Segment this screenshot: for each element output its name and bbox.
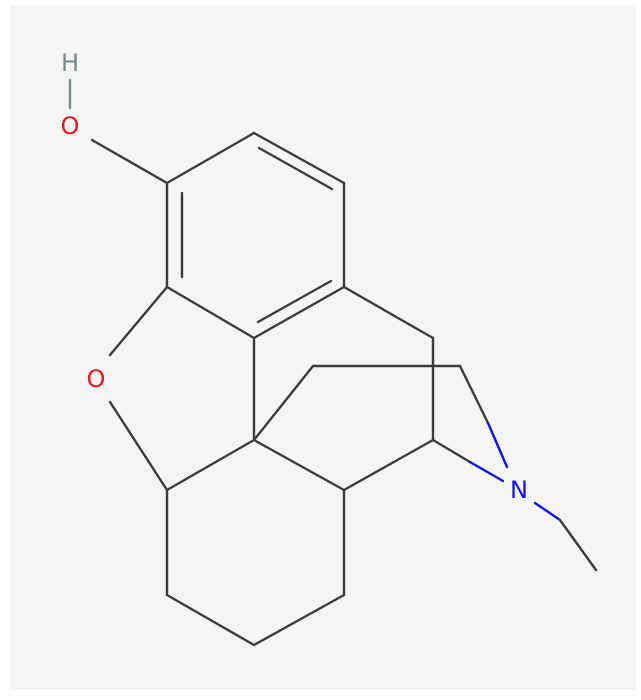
nitrogen-label: N <box>510 476 528 504</box>
bond <box>342 285 435 340</box>
bond-double-inner <box>256 279 333 324</box>
bond <box>342 438 435 492</box>
bond-c-n <box>431 438 472 464</box>
bond <box>165 438 256 492</box>
hydroxyl-oxygen-label: O <box>61 112 80 140</box>
bond <box>165 593 256 647</box>
bond-group <box>68 78 598 647</box>
bond <box>108 400 169 492</box>
bond-n <box>533 501 562 522</box>
ether-oxygen-label: O <box>87 365 106 393</box>
bond <box>108 285 169 357</box>
bond <box>252 438 346 492</box>
atom-label-group: H O O N <box>61 49 528 504</box>
bond-n <box>468 460 505 483</box>
bond <box>252 131 346 185</box>
bond-c-n <box>458 364 490 425</box>
bond <box>252 364 315 442</box>
bond-double-inner <box>257 146 334 191</box>
structure-panel <box>10 5 636 690</box>
bond <box>252 285 346 340</box>
bond <box>252 593 346 647</box>
bond <box>165 285 256 340</box>
hydrogen-label: H <box>61 49 79 77</box>
bond <box>165 131 256 185</box>
bond <box>90 138 169 185</box>
bond <box>558 518 598 572</box>
bond-n <box>486 421 509 469</box>
